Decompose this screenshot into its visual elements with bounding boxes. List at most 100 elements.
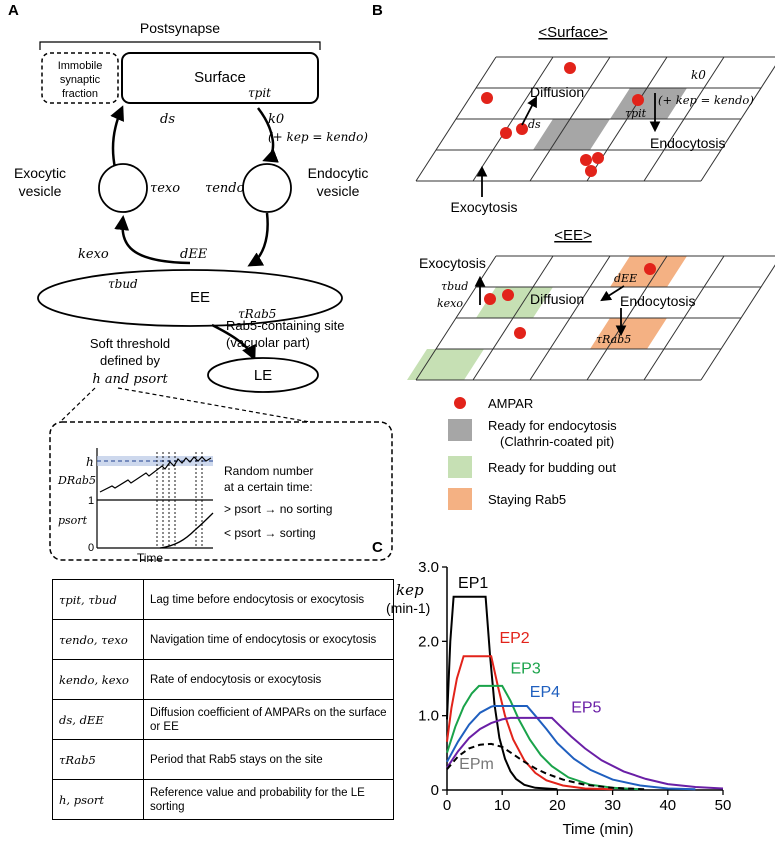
series-label-epm: EPm [459, 756, 494, 773]
parameter-description: Diffusion coefficient of AMPARs on the s… [143, 699, 394, 740]
immobile-line1: Immobile [58, 60, 103, 72]
ampar-dot [500, 127, 512, 139]
parameter-symbol: kendo, kexo [52, 659, 144, 700]
endocytic-vesicle-circle [242, 163, 292, 213]
inset-h-label: h [86, 455, 94, 469]
x-tick-label: 40 [659, 797, 676, 814]
series-line-ep3 [446, 684, 641, 791]
soft-threshold-line2: defined by [100, 353, 160, 368]
ee-label: EE [190, 289, 210, 306]
legend-pit-label2: (Clathrin-coated pit) [500, 434, 614, 449]
ee-grid-bud-cell [407, 349, 484, 380]
legend-ampar-swatch [454, 397, 466, 409]
y-tick-label: 0 [431, 782, 439, 799]
parameter-description: Lag time before endocytosis or exocytosi… [143, 579, 394, 620]
surface-ds-label: ds [528, 118, 541, 131]
x-tick-label: 30 [604, 797, 621, 814]
grid-line [472, 255, 554, 381]
legend-pit-label: Ready for endocytosis [488, 418, 617, 433]
tau-bud-label: τbud [108, 277, 138, 291]
d-rab5-trace [99, 456, 212, 493]
inset-d-rab5-label: DRab5 [57, 474, 96, 487]
series-line-ep2 [446, 655, 613, 791]
grid-line [529, 255, 611, 381]
ee-diffusion-arrow [600, 285, 625, 302]
ee-k-exo-label: kexo [437, 297, 463, 310]
grid-line [643, 56, 725, 182]
tau-pit-label: τpit [248, 86, 271, 100]
budding-arrow [114, 215, 191, 265]
ampar-dot [516, 123, 528, 135]
surface-box [121, 52, 319, 104]
immobile-fraction-box [41, 52, 119, 104]
surface-grid-pit-cell [610, 88, 687, 119]
tau-endo-label: τendo [205, 181, 245, 196]
y-tick-label: 1.0 [418, 708, 439, 725]
chart-yunit: (min-1) [386, 600, 430, 616]
k0-note: (+ kep = kendo) [268, 130, 368, 144]
grid-line [586, 255, 668, 381]
y-tick-label: 2.0 [418, 633, 439, 650]
surface-endocytosis-label: Endocytosis [650, 135, 725, 151]
x-tick-label: 10 [494, 797, 511, 814]
sorting-text: < psort → sorting [224, 526, 316, 540]
series-label-ep1: EP1 [458, 575, 488, 592]
legend-pit-swatch [448, 419, 472, 441]
y-tick-label: 3.0 [418, 559, 439, 576]
grid-line [529, 56, 611, 182]
surface-k0-note: (+ kep = kendo) [658, 93, 754, 107]
legend-ampar-label: AMPAR [488, 396, 533, 411]
random-text-line2: at a certain time: [224, 480, 313, 494]
panel-label-b: B [372, 2, 383, 19]
ampar-dot [592, 152, 604, 164]
series-line-ep5 [446, 716, 724, 790]
surface-k0-label: k0 [691, 68, 706, 82]
ee-grid-bud-cell [476, 287, 553, 318]
parameter-symbol: τRab5 [52, 739, 144, 780]
tau-rab5-label: τRab5 [238, 307, 276, 321]
x-tick-label: 50 [715, 797, 732, 814]
inset-zero-label: 0 [88, 542, 94, 554]
x-tick-label: 20 [549, 797, 566, 814]
panel-label-a: A [8, 2, 19, 19]
ee-grid-title: <EE> [554, 227, 592, 244]
surface-tau-pit-label: τpit [625, 107, 647, 120]
legend-rab5-swatch [448, 488, 472, 510]
parameter-description: Rate of endocytosis or exocytosis [143, 659, 394, 700]
parameter-description: Period that Rab5 stays on the site [143, 739, 394, 780]
exocytic-vesicle-line1: Exocytic [14, 165, 66, 181]
series-label-ep4: EP4 [530, 684, 560, 701]
rab5-site-line2: (vacuolar part) [226, 335, 310, 350]
ee-endocytosis-label: Endocytosis [620, 293, 695, 309]
panel-label-c: C [372, 539, 383, 556]
endocytic-vesicle-line1: Endocytic [308, 165, 369, 181]
ee-grid-rab5-cell [590, 318, 667, 349]
parameter-symbol: h, psort [52, 779, 144, 820]
legend-rab5-label: Staying Rab5 [488, 492, 566, 507]
ampar-dot [481, 92, 493, 104]
ampar-dot [514, 327, 526, 339]
parameter-symbol: τpit, τbud [52, 579, 144, 620]
endocytic-vesicle-line2: vesicle [317, 183, 360, 199]
postsynapse-bracket [39, 41, 321, 50]
postsynapse-label: Postsynapse [140, 20, 220, 36]
soft-threshold-line3: h and psort [92, 372, 168, 387]
ee-tau-rab5-label: τRab5 [596, 333, 631, 346]
le-sorting-arrow [211, 323, 256, 361]
series-label-ep3: EP3 [510, 660, 540, 677]
grid-line [700, 264, 775, 381]
ampar-dot [484, 293, 496, 305]
ampar-dot [564, 62, 576, 74]
series-label-ep2: EP2 [499, 630, 529, 647]
parameter-symbol: τendo, τexo [52, 619, 144, 660]
ee-ellipse [37, 269, 343, 327]
immobile-line2: synaptic [60, 74, 101, 86]
grid-line [472, 56, 554, 182]
surface-grid [415, 56, 775, 182]
immobile-line3: fraction [62, 88, 98, 100]
